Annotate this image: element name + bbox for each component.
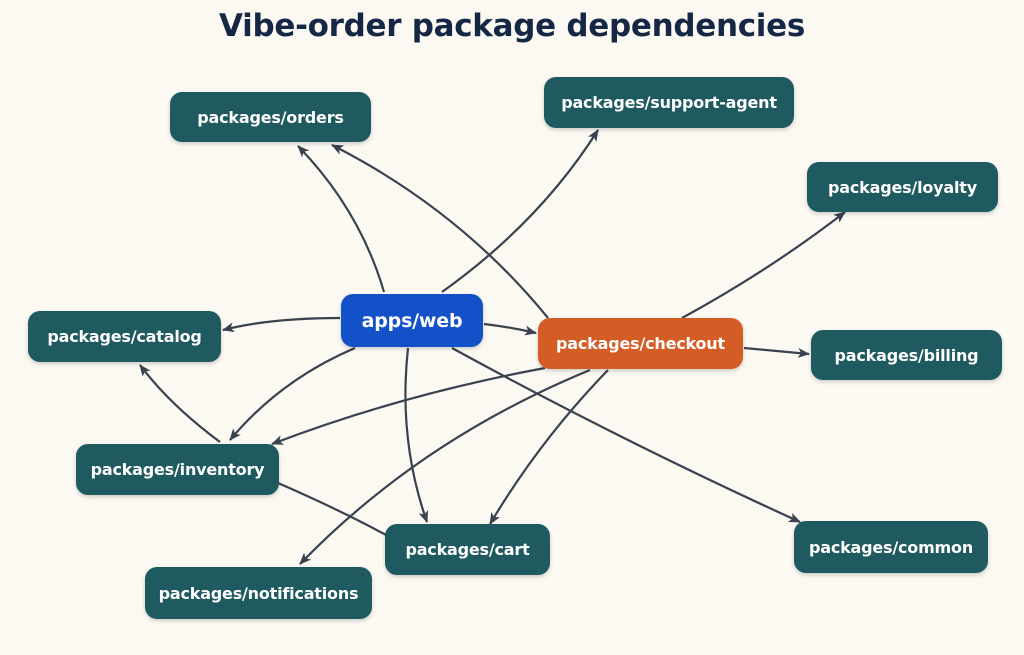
node-common: packages/common: [794, 521, 988, 573]
node-support-agent: packages/support-agent: [544, 77, 794, 128]
edge-checkout-orders: [331, 144, 549, 319]
edge-checkout-notifications: [299, 368, 591, 565]
edge-checkout-loyalty: [681, 211, 846, 319]
node-orders: packages/orders: [170, 92, 371, 142]
edge-inventory-catalog: [139, 364, 221, 443]
node-inventory: packages/inventory: [76, 444, 279, 495]
edge-checkout-cart: [489, 369, 609, 525]
edge-checkout-inventory: [271, 366, 546, 446]
edge-checkout-billing: [743, 346, 810, 358]
node-notifications: packages/notifications: [145, 567, 372, 619]
node-catalog: packages/catalog: [28, 311, 221, 362]
node-web[interactable]: apps/web: [341, 294, 483, 347]
edge-web-inventory: [229, 346, 356, 441]
edge-inventory-cart: [277, 481, 387, 536]
edge-web-checkout: [483, 322, 537, 336]
node-billing: packages/billing: [811, 330, 1002, 380]
edge-web-orders: [297, 145, 386, 293]
edge-web-support-agent: [441, 129, 599, 293]
node-checkout: packages/checkout: [538, 318, 743, 369]
diagram-title: Vibe-order package dependencies: [218, 8, 806, 44]
edge-web-cart: [404, 347, 429, 523]
edge-web-common: [451, 347, 801, 524]
edge-web-catalog: [222, 316, 341, 333]
node-loyalty: packages/loyalty: [807, 162, 998, 212]
node-cart: packages/cart: [385, 524, 550, 575]
